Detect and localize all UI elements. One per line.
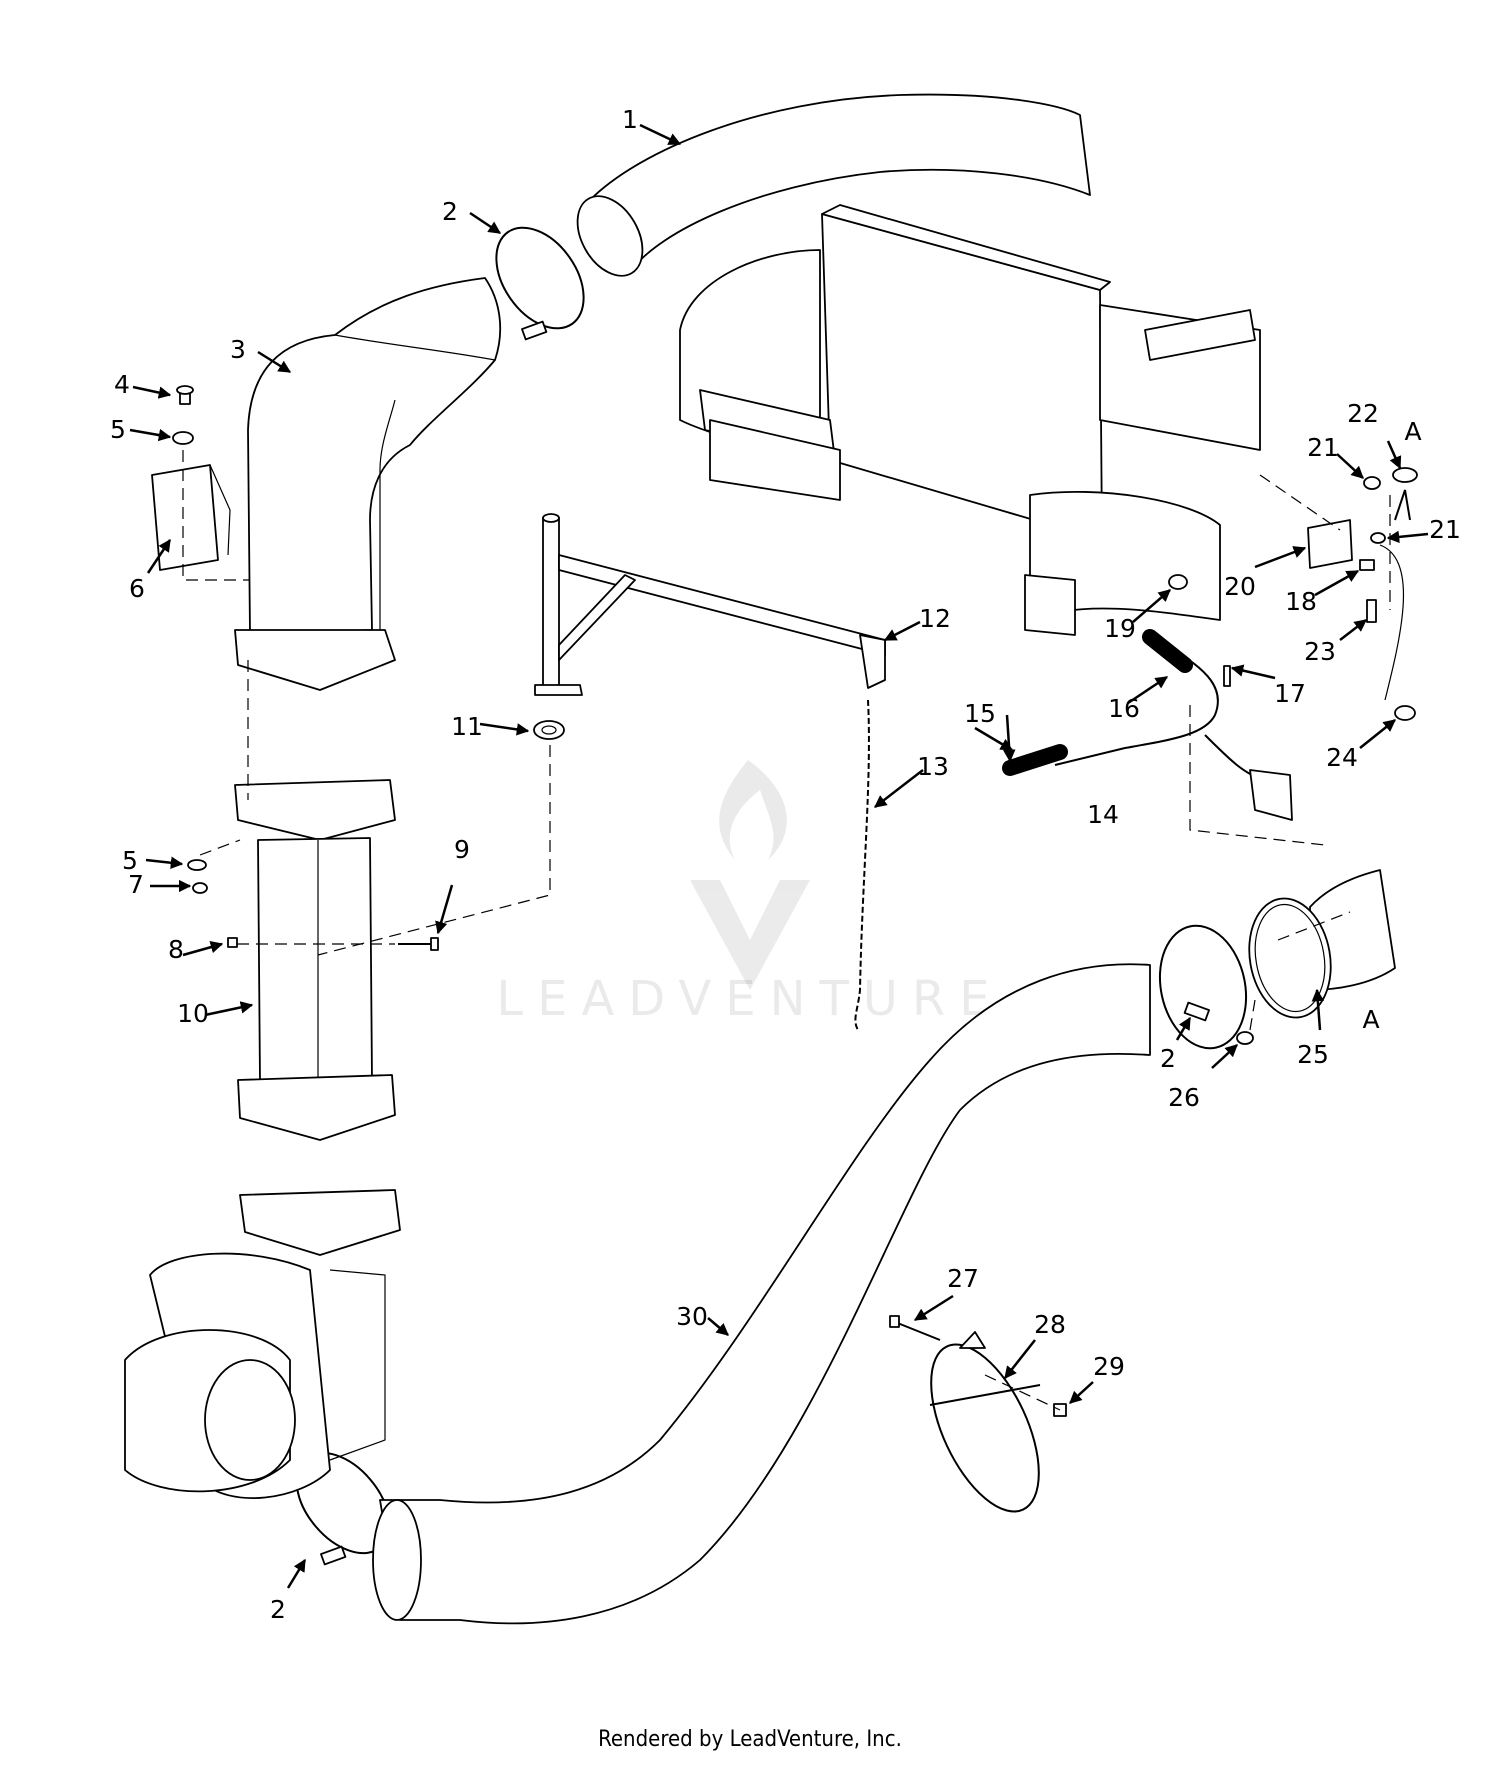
support-bracket [534,513,886,696]
callout-12: 12 [919,604,951,633]
upper-hose [576,93,1091,277]
callout-28: 28 [1034,1310,1066,1339]
callout-17: 17 [1274,679,1306,708]
callout-10: 10 [177,999,209,1028]
callout-7: 7 [128,870,144,899]
callout-22: 22 [1347,399,1379,428]
callout-A-bottom: A [1362,1005,1379,1034]
bolt-9 [398,937,439,951]
callout-arrows [129,123,1429,1589]
callout-2-bottom: 2 [270,1595,286,1624]
hose-clamp-right [1158,924,1248,1050]
watermark-logo [690,760,810,990]
callout-25: 25 [1297,1040,1329,1069]
callout-21-right: 21 [1429,515,1461,544]
callout-14: 14 [1087,800,1119,829]
nut-21-top [1363,476,1381,490]
hose-clamp-top [495,226,585,341]
nut-7 [192,882,208,894]
callout-5-top: 5 [110,415,126,444]
callout-labels: 1 2 2 2 3 4 5 5 6 7 8 9 10 11 12 13 14 1… [110,105,1461,1624]
callout-23: 23 [1304,637,1336,666]
washer-5-mid [187,859,207,871]
screw-4 [176,385,194,405]
callout-1: 1 [622,105,638,134]
nut-26 [1236,1031,1254,1045]
callout-A-top: A [1404,417,1421,446]
callout-8: 8 [168,935,184,964]
bolt-27 [889,1315,941,1341]
callout-9: 9 [454,835,470,864]
callout-16: 16 [1108,694,1140,723]
assembly-lines [182,450,1391,1411]
tube-section [234,779,396,1141]
callout-29: 29 [1093,1352,1125,1381]
callout-21-top: 21 [1307,433,1339,462]
hose-adapter-25 [1248,869,1396,1019]
washer-5-top [172,431,194,445]
washer-22 [1392,467,1418,483]
clip-pin-24 [1394,705,1416,721]
lanyard-cable [1379,544,1405,701]
callout-3: 3 [230,335,246,364]
footer-credit: Rendered by LeadVenture, Inc. [598,1727,902,1752]
pin-A-top [1394,489,1411,521]
callout-4: 4 [114,370,130,399]
lower-hose [372,963,1151,1625]
strap-clamp-28 [929,1331,1041,1513]
nut-8 [227,937,238,948]
callout-5-mid: 5 [122,846,138,875]
callout-27: 27 [947,1264,979,1293]
callout-2-right: 2 [1160,1044,1176,1073]
elbow-chute [234,277,502,691]
callout-19: 19 [1104,614,1136,643]
handle-14 [1054,644,1293,821]
washer-11 [533,720,565,740]
bolt-23 [1366,599,1377,623]
deflector-plate [151,464,231,571]
callout-2-top: 2 [442,197,458,226]
callout-30: 30 [676,1302,708,1331]
callout-6: 6 [129,574,145,603]
watermark-text: LEADVENTURE [496,971,1003,1027]
chain [854,699,870,1031]
grip-15 [1002,744,1068,776]
grip-16 [1142,629,1193,673]
callout-18: 18 [1285,587,1317,616]
latch-bracket-20 [1307,519,1353,569]
mounting-frame [679,204,1261,636]
screw-17 [1223,665,1231,687]
callout-26: 26 [1168,1083,1200,1112]
callout-20: 20 [1224,572,1256,601]
callout-24: 24 [1326,743,1358,772]
callout-11: 11 [451,712,483,741]
callout-15: 15 [964,699,996,728]
callout-13: 13 [917,752,949,781]
blower-housing [124,1189,401,1499]
nut-21-right [1370,532,1386,544]
nut-19 [1168,574,1188,590]
bolt-18 [1359,559,1375,571]
